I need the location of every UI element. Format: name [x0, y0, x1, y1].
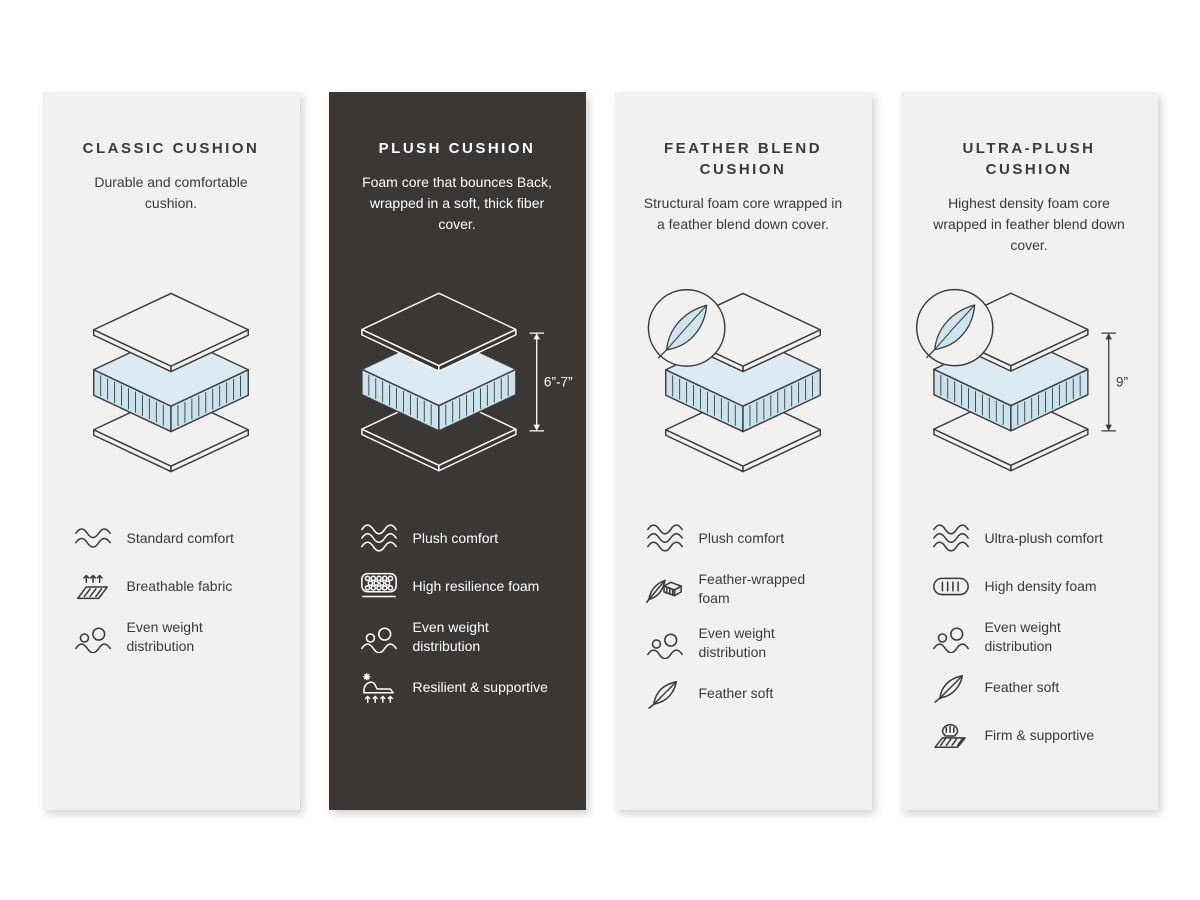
- feature-list: Ultra-plush comfort High density foam Ev…: [921, 522, 1138, 752]
- card-title: CLASSIC CUSHION: [82, 140, 260, 157]
- feature-row: Feather soft: [645, 678, 852, 710]
- feature-row: Plush comfort: [645, 522, 852, 554]
- feature-row: Firm & supportive: [931, 720, 1138, 752]
- cushion-illustration: 9”: [915, 256, 1138, 508]
- cushion-illustration: [635, 256, 852, 508]
- even-weight-icon: [73, 621, 113, 653]
- cushion-illustration: 6”-7”: [349, 256, 573, 508]
- feather-icon: [645, 678, 685, 710]
- firm-supportive-icon: [931, 720, 971, 752]
- feature-label: Even weight distribution: [412, 619, 489, 654]
- feather-badge-icon: [915, 288, 994, 367]
- feature-row: High resilience foam: [359, 570, 566, 602]
- feather-badge-icon: [647, 288, 726, 367]
- even-weight-icon: [645, 627, 685, 659]
- card-description: Highest density foam core wrapped in fea…: [933, 195, 1125, 253]
- even-weight-icon: [931, 621, 971, 653]
- card-ultra-plush-cushion: ULTRA-PLUSH CUSHION Highest density foam…: [900, 92, 1158, 810]
- cushion-layers-graphic: [92, 292, 249, 472]
- feature-row: Feather-wrapped foam: [645, 570, 852, 608]
- waves-icon: [359, 522, 399, 554]
- card-description: Durable and comfortable cushion.: [94, 174, 248, 211]
- resilient-supportive-icon: [359, 672, 399, 704]
- feature-label: Plush comfort: [412, 529, 499, 546]
- card-header: CLASSIC CUSHION Durable and comfortable …: [63, 138, 280, 256]
- feature-row: Standard comfort: [73, 522, 280, 554]
- cushion-layers-graphic: 9”: [915, 288, 1129, 472]
- feature-label: Feather soft: [698, 685, 774, 702]
- card-header: FEATHER BLEND CUSHION Structural foam co…: [635, 138, 852, 256]
- dimension-label: 6”-7”: [544, 375, 573, 390]
- card-header: PLUSH CUSHION Foam core that bounces Bac…: [349, 138, 566, 256]
- feature-label: High resilience foam: [412, 577, 540, 594]
- cushion-layers-graphic: [647, 288, 821, 472]
- card-title: PLUSH CUSHION: [378, 140, 536, 157]
- waves-icon: [645, 522, 685, 554]
- feature-list: Plush comfort Feather-wrapped foam Even …: [635, 522, 852, 710]
- feature-label: Even weight distribution: [698, 624, 775, 660]
- feature-label: Plush comfort: [698, 529, 785, 546]
- card-classic-cushion: CLASSIC CUSHION Durable and comfortable …: [42, 92, 300, 810]
- feature-row: Breathable fabric: [73, 570, 280, 602]
- cushion-illustration: [63, 256, 280, 508]
- cushion-comparison: CLASSIC CUSHION Durable and comfortable …: [42, 92, 1158, 810]
- card-description: Structural foam core wrapped in a feathe…: [643, 195, 843, 232]
- card-title: ULTRA-PLUSH CUSHION: [962, 140, 1096, 178]
- feature-row: High density foam: [931, 570, 1138, 602]
- card-plush-cushion: PLUSH CUSHION Foam core that bounces Bac…: [328, 92, 586, 810]
- card-title: FEATHER BLEND CUSHION: [663, 140, 823, 178]
- feature-row: Even weight distribution: [73, 618, 280, 656]
- feature-label: Breathable fabric: [126, 577, 233, 594]
- breathable-fabric-icon: [73, 570, 113, 602]
- feather-icon: [931, 672, 971, 704]
- feature-row: Plush comfort: [359, 522, 566, 554]
- feature-label: Standard comfort: [126, 529, 234, 546]
- feature-label: High density foam: [984, 577, 1097, 594]
- feature-label: Feather-wrapped foam: [698, 571, 806, 606]
- cushion-layers-graphic: 6”-7”: [361, 292, 573, 472]
- feather-wrapped-foam-icon: [645, 573, 685, 605]
- feature-label: Even weight distribution: [984, 619, 1061, 654]
- feature-row: Even weight distribution: [645, 624, 852, 662]
- dimension-marker: [1100, 332, 1117, 432]
- feature-row: Resilient & supportive: [359, 672, 566, 704]
- card-header: ULTRA-PLUSH CUSHION Highest density foam…: [921, 138, 1138, 256]
- card-description: Foam core that bounces Back, wrapped in …: [362, 174, 552, 232]
- dimension-label: 9”: [1116, 375, 1129, 390]
- feature-label: Resilient & supportive: [412, 679, 548, 696]
- even-weight-icon: [359, 621, 399, 653]
- high-density-foam-icon: [931, 570, 971, 602]
- feature-label: Even weight distribution: [126, 619, 203, 654]
- feature-label: Firm & supportive: [984, 727, 1095, 744]
- feature-row: Feather soft: [931, 672, 1138, 704]
- feature-row: Even weight distribution: [359, 618, 566, 656]
- feature-list: Plush comfort High resilience foam Even …: [349, 522, 566, 704]
- feature-list: Standard comfort Breathable fabric Even …: [63, 522, 280, 656]
- feature-row: Ultra-plush comfort: [931, 522, 1138, 554]
- honeycomb-foam-icon: [359, 570, 399, 602]
- feature-row: Even weight distribution: [931, 618, 1138, 656]
- card-feather-blend-cushion: FEATHER BLEND CUSHION Structural foam co…: [614, 92, 872, 810]
- waves-icon: [73, 522, 113, 554]
- dimension-marker: [528, 332, 545, 432]
- feature-label: Ultra-plush comfort: [984, 529, 1103, 546]
- waves-icon: [931, 522, 971, 554]
- feature-label: Feather soft: [984, 679, 1060, 696]
